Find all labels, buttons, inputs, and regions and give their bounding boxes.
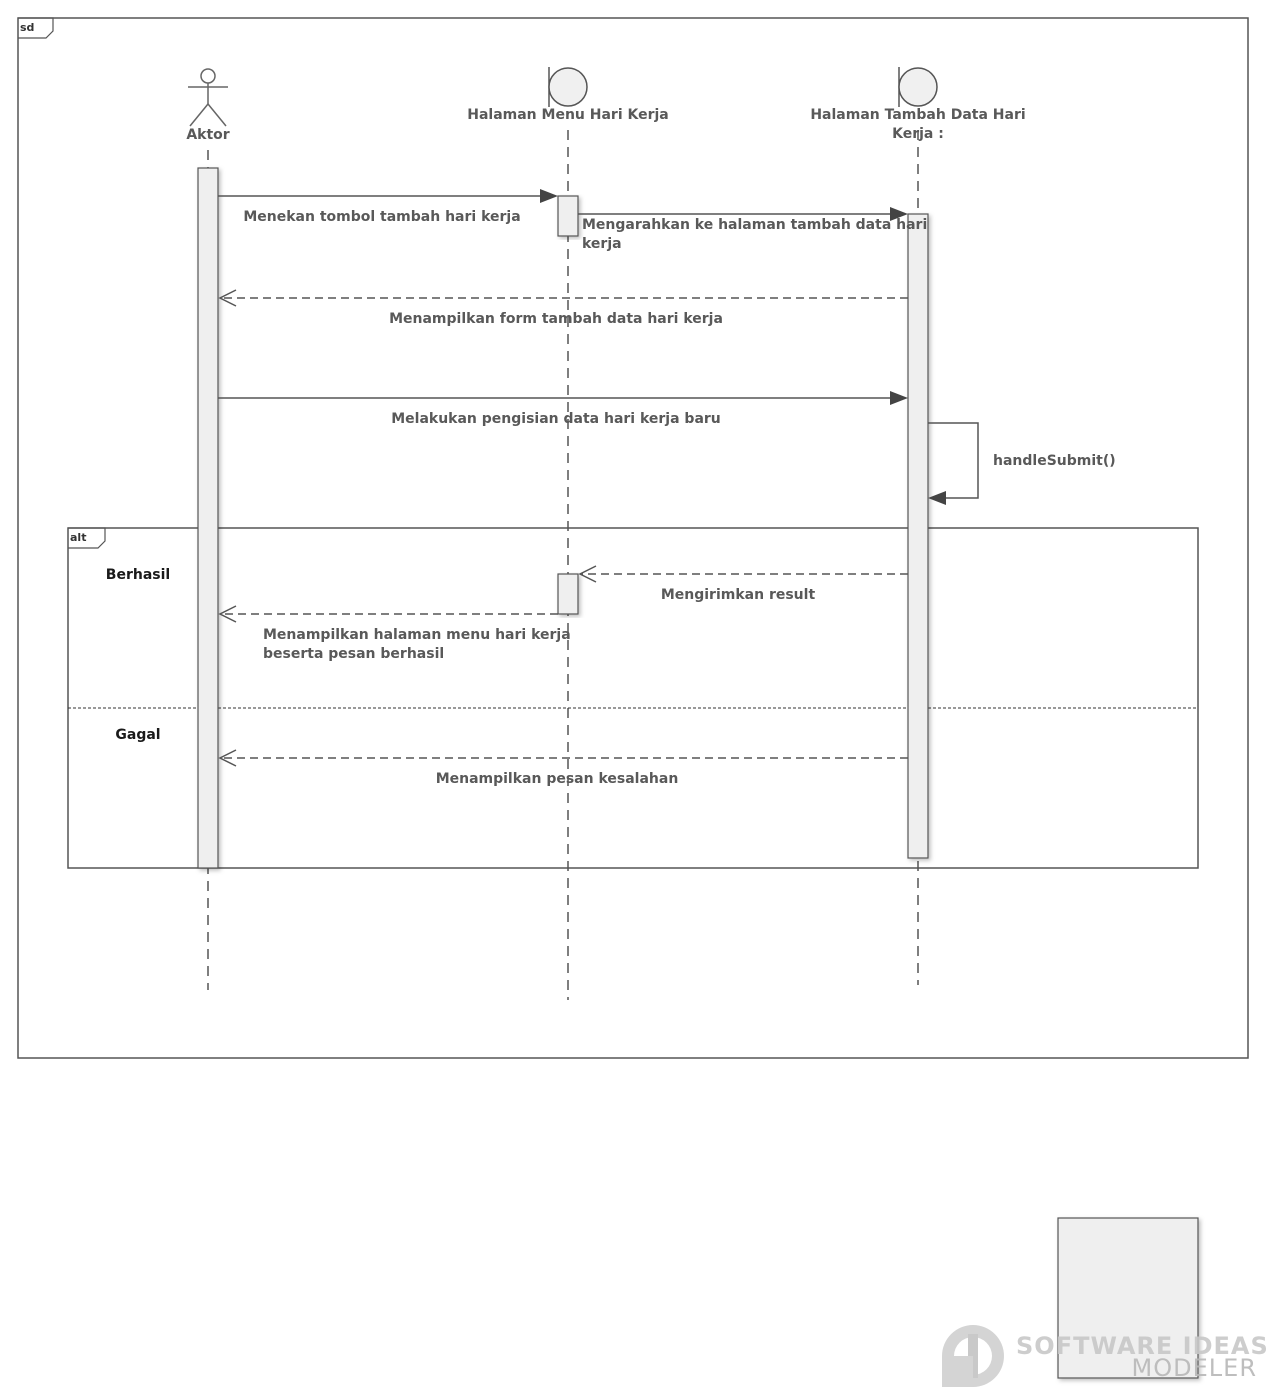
add-page-name-line1: Halaman Tambah Data Hari: [810, 107, 1025, 123]
add-page-activation: [907, 213, 929, 859]
guard-fail: Gagal: [115, 727, 160, 743]
message-2[interactable]: Mengarahkan ke halaman tambah data hari …: [578, 207, 927, 252]
watermark-line2: MODELER: [1132, 1354, 1257, 1382]
message-1-label: Menekan tombol tambah hari kerja: [243, 209, 520, 225]
menu-page-activation-1: [557, 195, 579, 237]
message-7-label-line1: Menampilkan halaman menu hari kerja: [263, 627, 571, 643]
message-3-label: Menampilkan form tambah data hari kerja: [389, 311, 723, 327]
message-8-label: Menampilkan pesan kesalahan: [436, 771, 679, 787]
message-5-label: handleSubmit(): [993, 453, 1116, 469]
message-7[interactable]: Menampilkan halaman menu hari kerja bese…: [218, 605, 571, 662]
message-6[interactable]: Mengirimkan result: [578, 565, 908, 603]
empty-element-box[interactable]: [1057, 1217, 1199, 1379]
message-6-label: Mengirimkan result: [661, 587, 816, 603]
message-4-label: Melakukan pengisian data hari kerja baru: [391, 411, 721, 427]
software-ideas-logo-icon: [942, 1325, 1004, 1387]
add-page-participant[interactable]: Halaman Tambah Data Hari Kerja :: [810, 67, 1026, 142]
message-2-label-line1: Mengarahkan ke halaman tambah data hari: [582, 217, 927, 233]
message-1[interactable]: Menekan tombol tambah hari kerja: [218, 189, 558, 225]
message-5-self-call[interactable]: handleSubmit(): [928, 422, 1116, 505]
alt-fragment-tag: alt: [70, 531, 86, 544]
boundary-icon: [548, 67, 588, 107]
watermark-line1: SOFTWARE IDEAS: [1016, 1332, 1268, 1360]
boundary-icon: [898, 67, 938, 107]
menu-page-name: Halaman Menu Hari Kerja: [467, 107, 669, 123]
message-4[interactable]: Melakukan pengisian data hari kerja baru: [218, 391, 908, 427]
message-3[interactable]: Menampilkan form tambah data hari kerja: [218, 289, 908, 327]
guard-success: Berhasil: [106, 567, 170, 583]
message-8[interactable]: Menampilkan pesan kesalahan: [218, 749, 908, 787]
add-page-name-line2: Kerja :: [892, 126, 944, 142]
actor-icon: [188, 68, 228, 127]
actor-name: Aktor: [186, 127, 229, 143]
sd-frame: sd: [17, 17, 1249, 1059]
menu-page-participant[interactable]: Halaman Menu Hari Kerja: [467, 67, 669, 123]
message-7-label-line2: beserta pesan berhasil: [263, 646, 444, 662]
menu-page-activation-2: [557, 573, 579, 615]
software-ideas-watermark: SOFTWARE IDEAS MODELER: [942, 1325, 1268, 1387]
message-2-label-line2: kerja: [582, 236, 622, 252]
actor-participant[interactable]: Aktor: [186, 68, 230, 143]
actor-activation: [197, 167, 219, 869]
sd-frame-tag: sd: [20, 21, 34, 34]
alt-fragment: alt Berhasil Gagal: [67, 527, 1199, 869]
